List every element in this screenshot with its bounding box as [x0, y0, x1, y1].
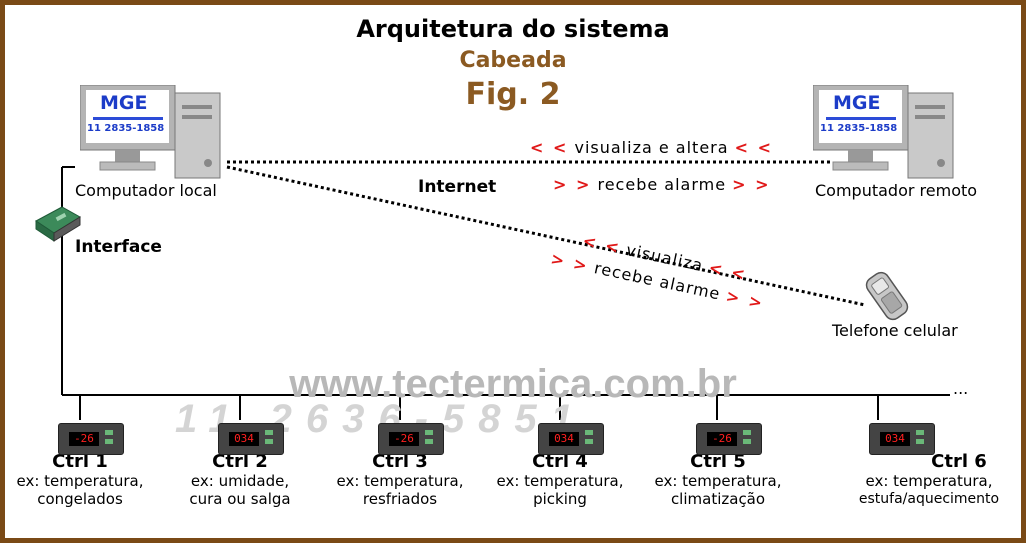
- remote-screen-line: [826, 117, 896, 120]
- interface-device-icon: [35, 206, 81, 242]
- controller-device-icon: -26: [378, 423, 444, 455]
- controller-desc-line2: resfriados: [362, 490, 438, 508]
- controller-device-icon: -26: [58, 423, 124, 455]
- controller-3: -26 Ctrl 3 ex: temperatura, resfriados: [320, 403, 480, 508]
- controller-desc-line1: ex: temperatura,: [654, 472, 782, 490]
- diagram-title: Arquitetura do sistema: [356, 15, 670, 43]
- arrow-right-icon: > >: [553, 175, 592, 194]
- controller-device-icon: 034: [218, 423, 284, 455]
- controller-desc-line2: estufa/aquecimento: [858, 491, 1000, 507]
- diagram-subtitle: Cabeada: [459, 48, 567, 73]
- local-screen-phone: 11 2835-1858: [87, 123, 165, 134]
- arrow-right-icon: > >: [732, 175, 771, 194]
- controller-desc-line2: picking: [533, 490, 587, 508]
- controller-device-icon: -26: [696, 423, 762, 455]
- controller-display: -26: [707, 432, 737, 446]
- controller-desc-line2: congelados: [37, 490, 123, 508]
- controller-display: -26: [389, 432, 419, 446]
- bus-continuation: ...: [953, 379, 969, 398]
- remote-screen-brand: MGE: [833, 92, 881, 114]
- controller-display: -26: [69, 432, 99, 446]
- connection-lines: [61, 160, 950, 420]
- figure-label: Fig. 2: [465, 77, 561, 112]
- controller-desc-line1: ex: temperatura,: [336, 472, 464, 490]
- controller-display: 034: [229, 432, 259, 446]
- controller-display: 034: [880, 432, 910, 446]
- arrow-left-icon: < <: [734, 138, 774, 157]
- remote-alarme-message: > > recebe alarme > >: [553, 175, 771, 194]
- interface-label: Interface: [75, 237, 162, 257]
- controller-2: 034 Ctrl 2 ex: umidade, cura ou salga: [160, 403, 320, 508]
- cell-phone-icon: [865, 271, 909, 321]
- controller-5: -26 Ctrl 5 ex: temperatura, climatização: [638, 403, 798, 508]
- remote-computer-label: Computador remoto: [815, 181, 978, 200]
- remote-visualiza-text: visualiza e altera: [574, 138, 729, 157]
- local-screen-brand: MGE: [100, 92, 148, 114]
- controller-desc-line1: ex: temperatura,: [865, 472, 993, 490]
- controller-6: 034 Ctrl 6 ex: temperatura, estufa/aquec…: [841, 403, 1017, 508]
- controller-desc-line1: ex: temperatura,: [16, 472, 144, 490]
- cell-phone-label: Telefone celular: [832, 321, 958, 340]
- remote-visualiza-message: < < visualiza e altera < <: [530, 138, 773, 157]
- controller-display: 034: [549, 432, 579, 446]
- watermark-site: www.tectermica.com.br: [289, 362, 737, 406]
- controller-name: Ctrl 2: [212, 451, 268, 472]
- controller-desc-line1: ex: umidade,: [190, 472, 290, 490]
- remote-alarme-text: recebe alarme: [597, 175, 727, 194]
- controller-name: Ctrl 6: [931, 451, 987, 472]
- controller-1: -26 Ctrl 1 ex: temperatura, congelados: [5, 403, 160, 508]
- controller-device-icon: 034: [538, 423, 604, 455]
- controller-name: Ctrl 1: [52, 451, 108, 472]
- controller-desc-line2: cura ou salga: [189, 490, 291, 508]
- controller-name: Ctrl 5: [690, 451, 746, 472]
- internet-label: Internet: [418, 177, 497, 197]
- internet-link-phone: [226, 165, 866, 307]
- controller-name: Ctrl 4: [532, 451, 588, 472]
- controller-4: 034 Ctrl 4 ex: temperatura, picking: [480, 403, 640, 508]
- local-screen-line: [93, 117, 163, 120]
- arrow-left-icon: < <: [530, 138, 569, 157]
- remote-screen-phone: 11 2835-1858: [820, 123, 898, 134]
- controller-desc-line1: ex: temperatura,: [496, 472, 624, 490]
- controller-desc-line2: climatização: [670, 490, 766, 508]
- controller-name: Ctrl 3: [372, 451, 428, 472]
- controller-device-icon: 034: [869, 423, 935, 455]
- local-computer-label: Computador local: [75, 181, 217, 200]
